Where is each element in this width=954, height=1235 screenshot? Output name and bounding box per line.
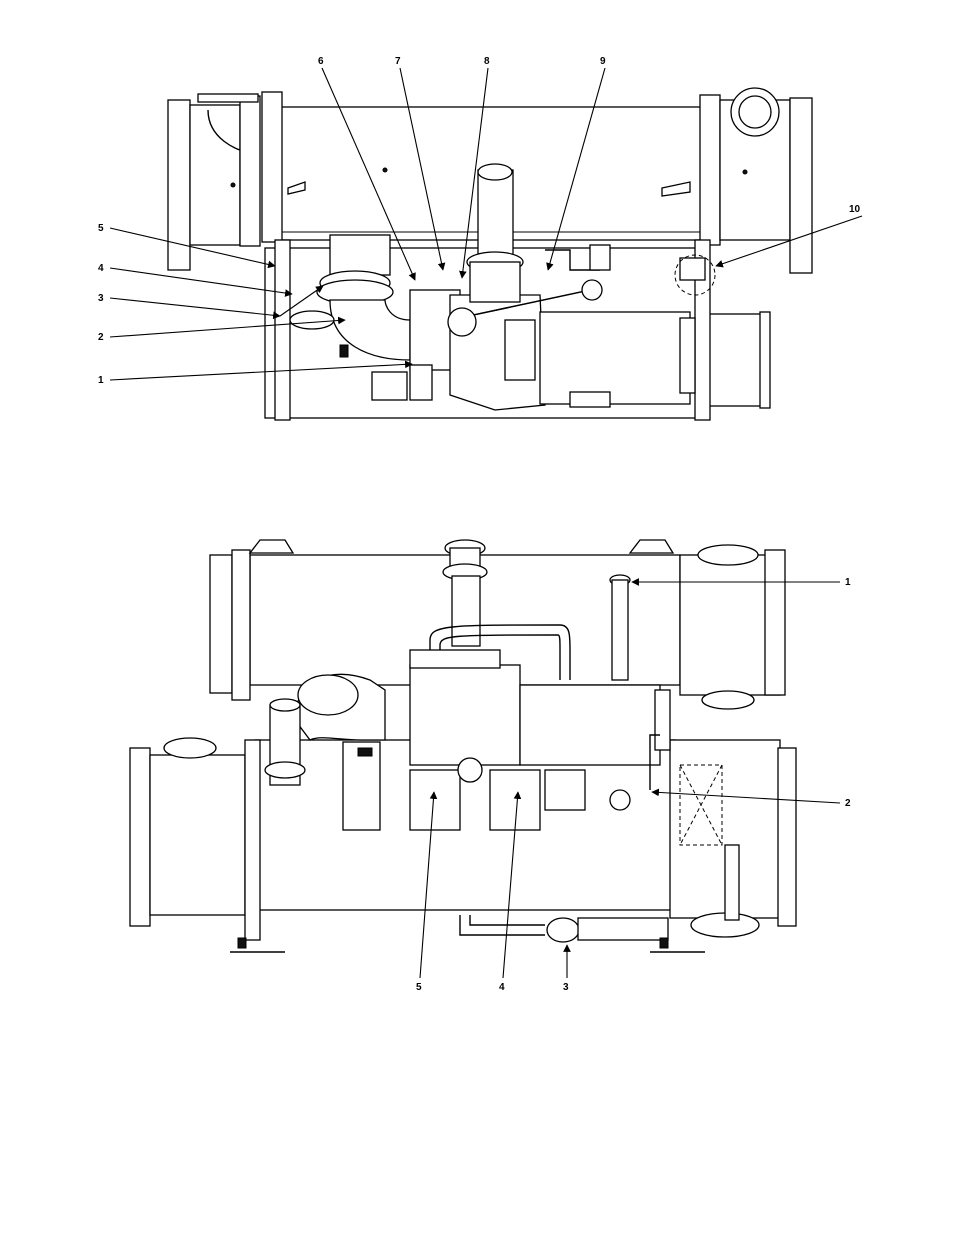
top-callout-4: 4 [98,263,104,274]
top-callout-7: 7 [395,56,401,67]
bottom-callout-3: 3 [563,982,569,993]
top-callout-8: 8 [484,56,490,67]
top-callout-10: 10 [849,204,861,215]
top-leader-3 [110,298,280,316]
bottom-callout-2: 2 [845,798,851,809]
bottom-callout-5: 5 [416,982,422,993]
bottom-machine-drawing [130,540,796,952]
top-callout-9: 9 [600,56,606,67]
bottom-callout-1: 1 [845,577,851,588]
bottom-callout-4: 4 [499,982,505,993]
top-callout-2: 2 [98,332,104,343]
top-callout-3: 3 [98,293,104,304]
top-callout-1: 1 [98,375,104,386]
top-machine-drawing [168,88,812,420]
top-callout-5: 5 [98,223,104,234]
top-callout-6: 6 [318,56,324,67]
